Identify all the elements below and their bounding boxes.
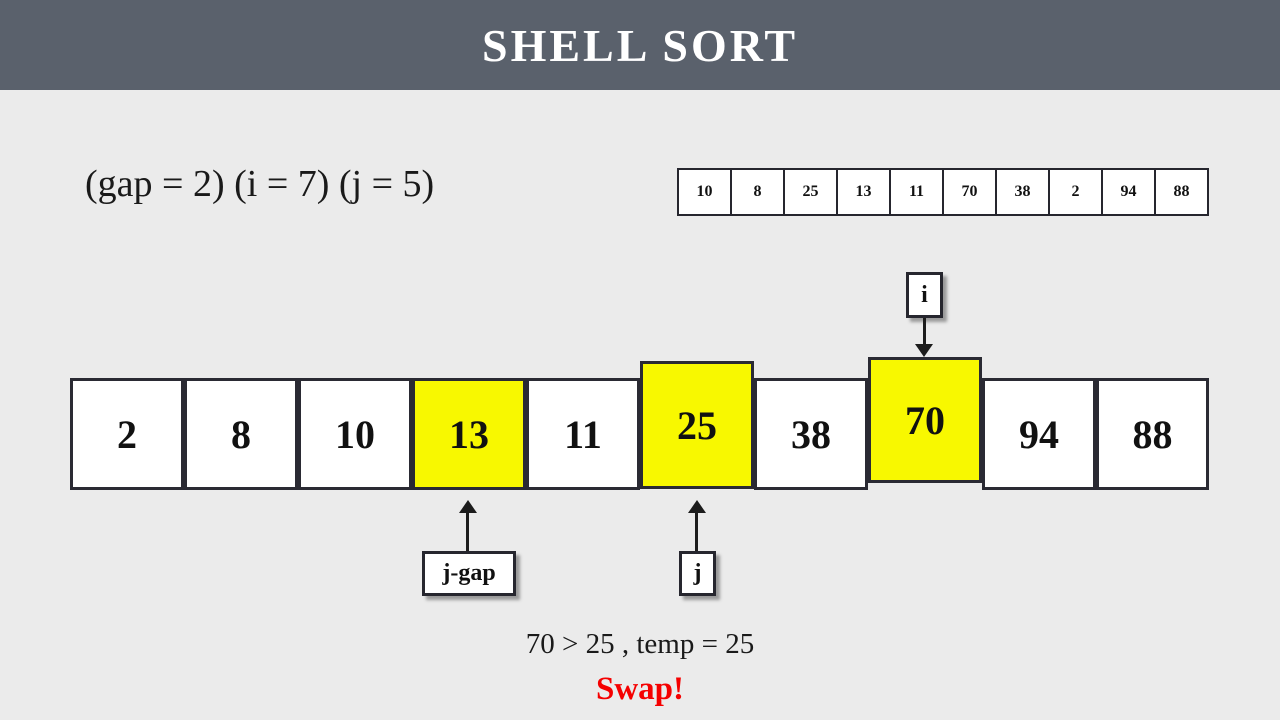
- reference-cell: 38: [995, 168, 1050, 216]
- reference-cell: 11: [889, 168, 944, 216]
- comparison-status-text: 70 > 25 , temp = 25: [525, 628, 755, 660]
- pointer-j-arrow: [695, 512, 698, 551]
- array-cell: 38: [754, 378, 868, 490]
- swap-text: Swap!: [595, 671, 685, 707]
- array-cell-highlighted-raised: 25: [640, 361, 754, 489]
- pointer-jgap-arrow: [466, 512, 469, 551]
- arrow-up-icon: [688, 500, 706, 513]
- reference-cell: 10: [677, 168, 732, 216]
- reference-cell: 8: [730, 168, 785, 216]
- pointer-j-label: j: [679, 551, 716, 596]
- reference-cell: 70: [942, 168, 997, 216]
- array-cell-highlighted: 13: [412, 378, 526, 490]
- pointer-i-label: i: [906, 272, 943, 318]
- array-cell-highlighted-raised: 70: [868, 357, 982, 483]
- pointer-i-arrow: [923, 318, 926, 344]
- reference-cell: 2: [1048, 168, 1103, 216]
- title-bar: SHELL SORT: [0, 0, 1280, 90]
- arrow-down-icon: [915, 344, 933, 357]
- reference-cell: 88: [1154, 168, 1209, 216]
- page-title: SHELL SORT: [481, 19, 799, 71]
- array-cell: 88: [1096, 378, 1209, 490]
- array-cell: 94: [982, 378, 1096, 490]
- pointer-jgap-label: j-gap: [422, 551, 516, 596]
- array-cell: 8: [184, 378, 298, 490]
- reference-array: 10 8 25 13 11 70 38 2 94 88: [677, 168, 1209, 216]
- reference-cell: 94: [1101, 168, 1156, 216]
- array-cell: 2: [70, 378, 184, 490]
- reference-cell: 13: [836, 168, 891, 216]
- reference-cell: 25: [783, 168, 838, 216]
- state-label: (gap = 2) (i = 7) (j = 5): [85, 163, 435, 205]
- array-cell: 11: [526, 378, 640, 490]
- arrow-up-icon: [459, 500, 477, 513]
- array-cell: 10: [298, 378, 412, 490]
